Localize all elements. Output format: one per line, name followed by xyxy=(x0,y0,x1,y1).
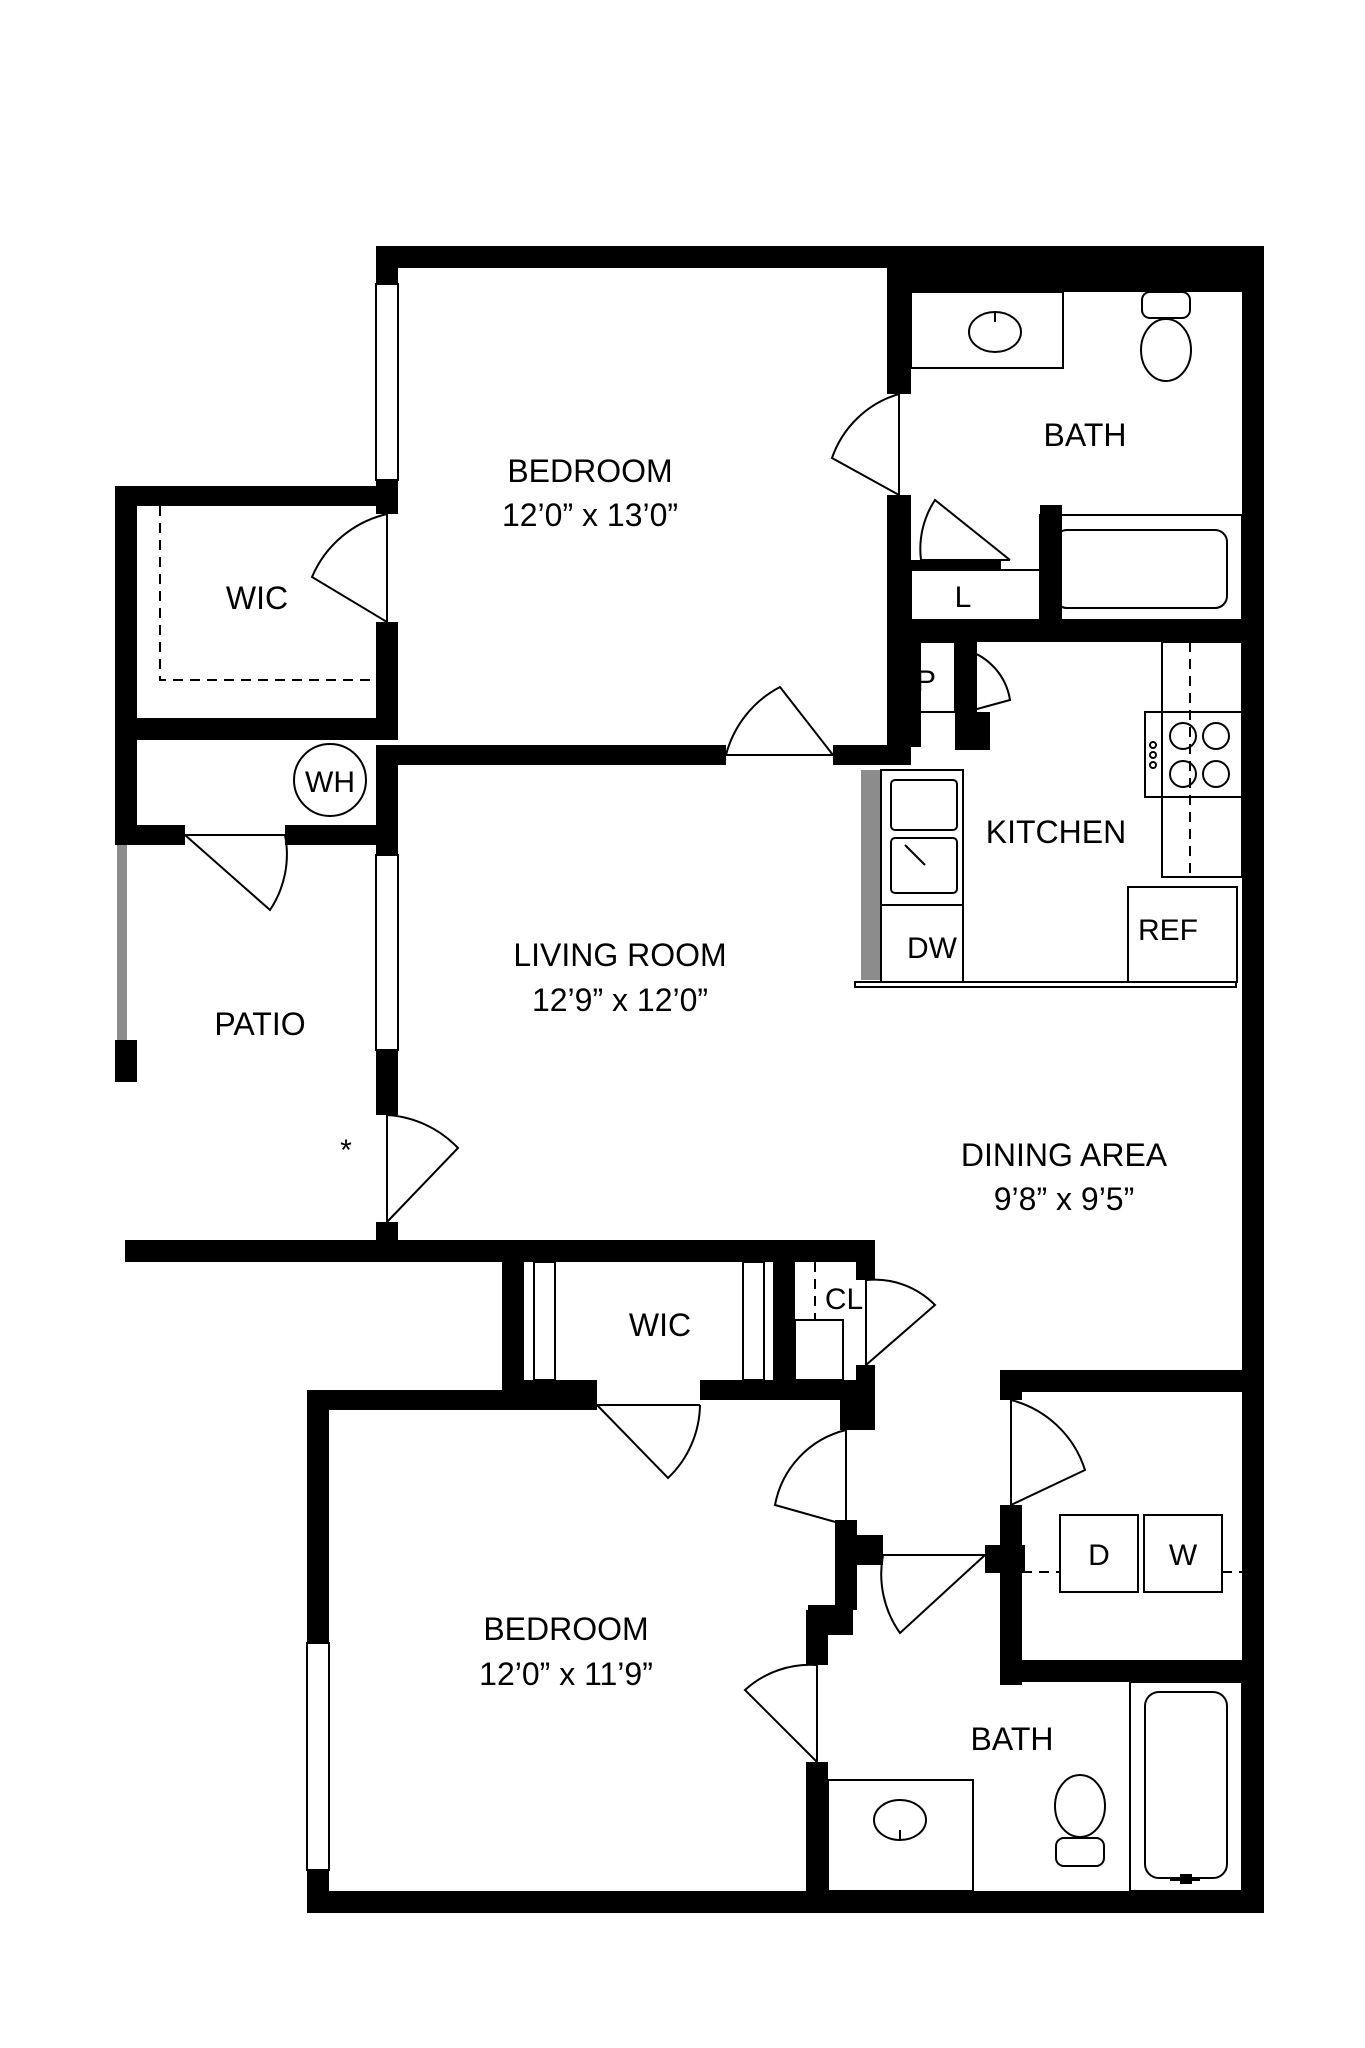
washer-label: W xyxy=(1169,1539,1198,1572)
living-room-window xyxy=(375,854,399,1051)
entry-door xyxy=(386,1114,460,1223)
refrigerator-label: REF xyxy=(1138,914,1198,947)
closet-label: CL xyxy=(825,1283,863,1316)
bedroom2-label: BEDROOM xyxy=(483,1611,648,1647)
bath2-tub-icon xyxy=(1129,1681,1243,1892)
water-heater-icon xyxy=(293,743,367,817)
bedroom2-door xyxy=(773,1429,847,1526)
refrigerator-icon xyxy=(1127,886,1238,983)
fixtures xyxy=(159,291,1243,1892)
bath2-vanity xyxy=(827,1779,974,1892)
entry-asterisk: * xyxy=(340,1134,352,1167)
kitchen-label: KITCHEN xyxy=(986,814,1126,850)
pantry-door xyxy=(965,649,1012,713)
bedroom1-window xyxy=(375,283,399,481)
walls xyxy=(115,246,1264,1913)
dryer-label: D xyxy=(1088,1539,1110,1572)
dishwasher-label: DW xyxy=(907,932,958,965)
bath1-door xyxy=(830,393,900,496)
bath1-tub-icon xyxy=(1039,514,1243,621)
bath1-vanity xyxy=(910,291,1064,369)
bath2-label: BATH xyxy=(971,1721,1054,1757)
closet-door xyxy=(865,1278,937,1366)
bedroom2-window xyxy=(306,1642,330,1871)
washer-icon xyxy=(1143,1514,1223,1593)
wh-door xyxy=(184,834,288,912)
range-icon xyxy=(1144,711,1243,798)
bedroom1-door xyxy=(725,685,834,756)
doors xyxy=(184,393,1087,1763)
patio-rail xyxy=(117,845,127,1040)
wic2-door xyxy=(596,1404,701,1480)
bath1-sink-icon xyxy=(968,311,1022,353)
linen-label: L xyxy=(955,581,972,614)
bedroom2-dimensions: 12’0” x 11’9” xyxy=(479,1656,653,1692)
kitchen-counter-right xyxy=(1161,641,1243,878)
room-labels: BEDROOM 12’0” x 13’0” BATH WIC L P WH KI… xyxy=(214,417,1198,1757)
bath1-toilet-icon xyxy=(1140,291,1192,382)
bedroom1-label: BEDROOM xyxy=(507,453,672,489)
bath2-door xyxy=(743,1663,818,1763)
water-heater-label: WH xyxy=(305,766,355,799)
pantry-label: P xyxy=(916,665,936,698)
living-room-dimensions: 12’9” x 12’0” xyxy=(532,982,708,1018)
hall-bath-door xyxy=(880,1554,986,1635)
wic1-label: WIC xyxy=(226,580,288,616)
dryer-icon xyxy=(1059,1514,1139,1593)
living-room-label: LIVING ROOM xyxy=(513,937,726,973)
bath2-toilet-icon xyxy=(1054,1774,1106,1867)
kitchen-window xyxy=(861,770,881,980)
linen-door xyxy=(919,498,1011,561)
laundry-door xyxy=(1010,1399,1087,1506)
bath1-label: BATH xyxy=(1044,417,1127,453)
patio-label: PATIO xyxy=(214,1006,305,1042)
dining-area-dimensions: 9’8” x 9’5” xyxy=(994,1181,1135,1217)
wic2-label: WIC xyxy=(629,1307,691,1343)
kitchen-sink-icon xyxy=(890,779,958,831)
windows xyxy=(117,283,881,1871)
bedroom1-dimensions: 12’0” x 13’0” xyxy=(502,497,678,533)
dining-area-label: DINING AREA xyxy=(961,1137,1168,1173)
wic1-door xyxy=(310,513,388,623)
